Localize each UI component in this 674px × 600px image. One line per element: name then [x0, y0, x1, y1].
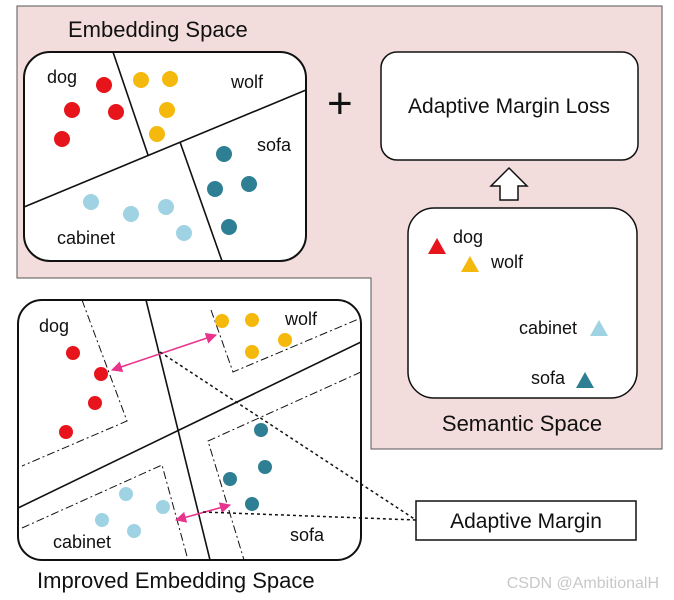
- improved-embedding-space-box: [17, 299, 362, 561]
- cabinet-point: [156, 500, 170, 514]
- up-arrow-icon: [489, 166, 529, 201]
- dog-point: [108, 104, 124, 120]
- improved-wolf-points: [215, 313, 292, 359]
- wolf-point: [245, 313, 259, 327]
- semantic-cabinet-label: cabinet: [519, 318, 577, 338]
- wolf-point: [245, 345, 259, 359]
- sofa-point: [245, 497, 259, 511]
- dog-label: dog: [47, 67, 77, 87]
- improved-sofa-points: [223, 423, 272, 511]
- improved-wolf-label: wolf: [284, 309, 318, 329]
- improved-cabinet-points: [95, 487, 170, 538]
- improved-dog-points: [59, 346, 108, 439]
- adaptive-margin-loss-box: [380, 51, 639, 161]
- cabinet-point: [123, 206, 139, 222]
- dog-point: [66, 346, 80, 360]
- plus-sign: +: [327, 79, 353, 128]
- wolf-point: [215, 314, 229, 328]
- improved-sofa-label: sofa: [290, 525, 325, 545]
- wolf-triangle-icon: [461, 256, 479, 272]
- dog-point: [94, 367, 108, 381]
- cabinet-point: [127, 524, 141, 538]
- sofa-point: [216, 146, 232, 162]
- sofa-point: [207, 181, 223, 197]
- dog-points: [54, 77, 124, 147]
- wolf-point: [159, 102, 175, 118]
- dog-point: [54, 131, 70, 147]
- dog-point: [59, 425, 73, 439]
- sofa-point: [258, 460, 272, 474]
- semantic-wolf-label: wolf: [490, 252, 524, 272]
- sofa-point: [254, 423, 268, 437]
- watermark: CSDN @AmbitionalH: [507, 575, 659, 592]
- wolf-point: [278, 333, 292, 347]
- margin-arrow-top: [110, 332, 218, 373]
- sofa-points: [207, 146, 257, 235]
- dog-point: [88, 396, 102, 410]
- sofa-point: [241, 176, 257, 192]
- wolf-point: [133, 72, 149, 88]
- wolf-label: wolf: [230, 72, 264, 92]
- wolf-point: [162, 71, 178, 87]
- improved-cabinet-label: cabinet: [53, 532, 111, 552]
- cabinet-triangle-icon: [590, 320, 608, 336]
- cabinet-point: [176, 225, 192, 241]
- cabinet-points: [83, 194, 192, 241]
- adaptive-margin-loss-label: Adaptive Margin Loss: [408, 95, 610, 118]
- adaptive-margin-label: Adaptive Margin: [450, 510, 602, 533]
- wolf-point: [149, 126, 165, 142]
- dog-point: [64, 102, 80, 118]
- wolf-points: [133, 71, 178, 142]
- semantic-space-box: [407, 207, 638, 399]
- sofa-point: [223, 472, 237, 486]
- adaptive-margin-box: [415, 500, 637, 541]
- dog-point: [96, 77, 112, 93]
- semantic-space-title: Semantic Space: [442, 411, 602, 436]
- sofa-point: [221, 219, 237, 235]
- cabinet-point: [95, 513, 109, 527]
- embedding-space-title: Embedding Space: [68, 17, 248, 42]
- cabinet-point: [158, 199, 174, 215]
- sofa-label: sofa: [257, 135, 292, 155]
- semantic-dog-label: dog: [453, 227, 483, 247]
- cabinet-label: cabinet: [57, 228, 115, 248]
- cabinet-point: [119, 487, 133, 501]
- cabinet-point: [83, 194, 99, 210]
- improved-dog-label: dog: [39, 316, 69, 336]
- dog-triangle-icon: [428, 238, 446, 254]
- improved-embedding-space-title: Improved Embedding Space: [37, 568, 315, 593]
- semantic-sofa-label: sofa: [531, 368, 566, 388]
- sofa-triangle-icon: [576, 372, 594, 388]
